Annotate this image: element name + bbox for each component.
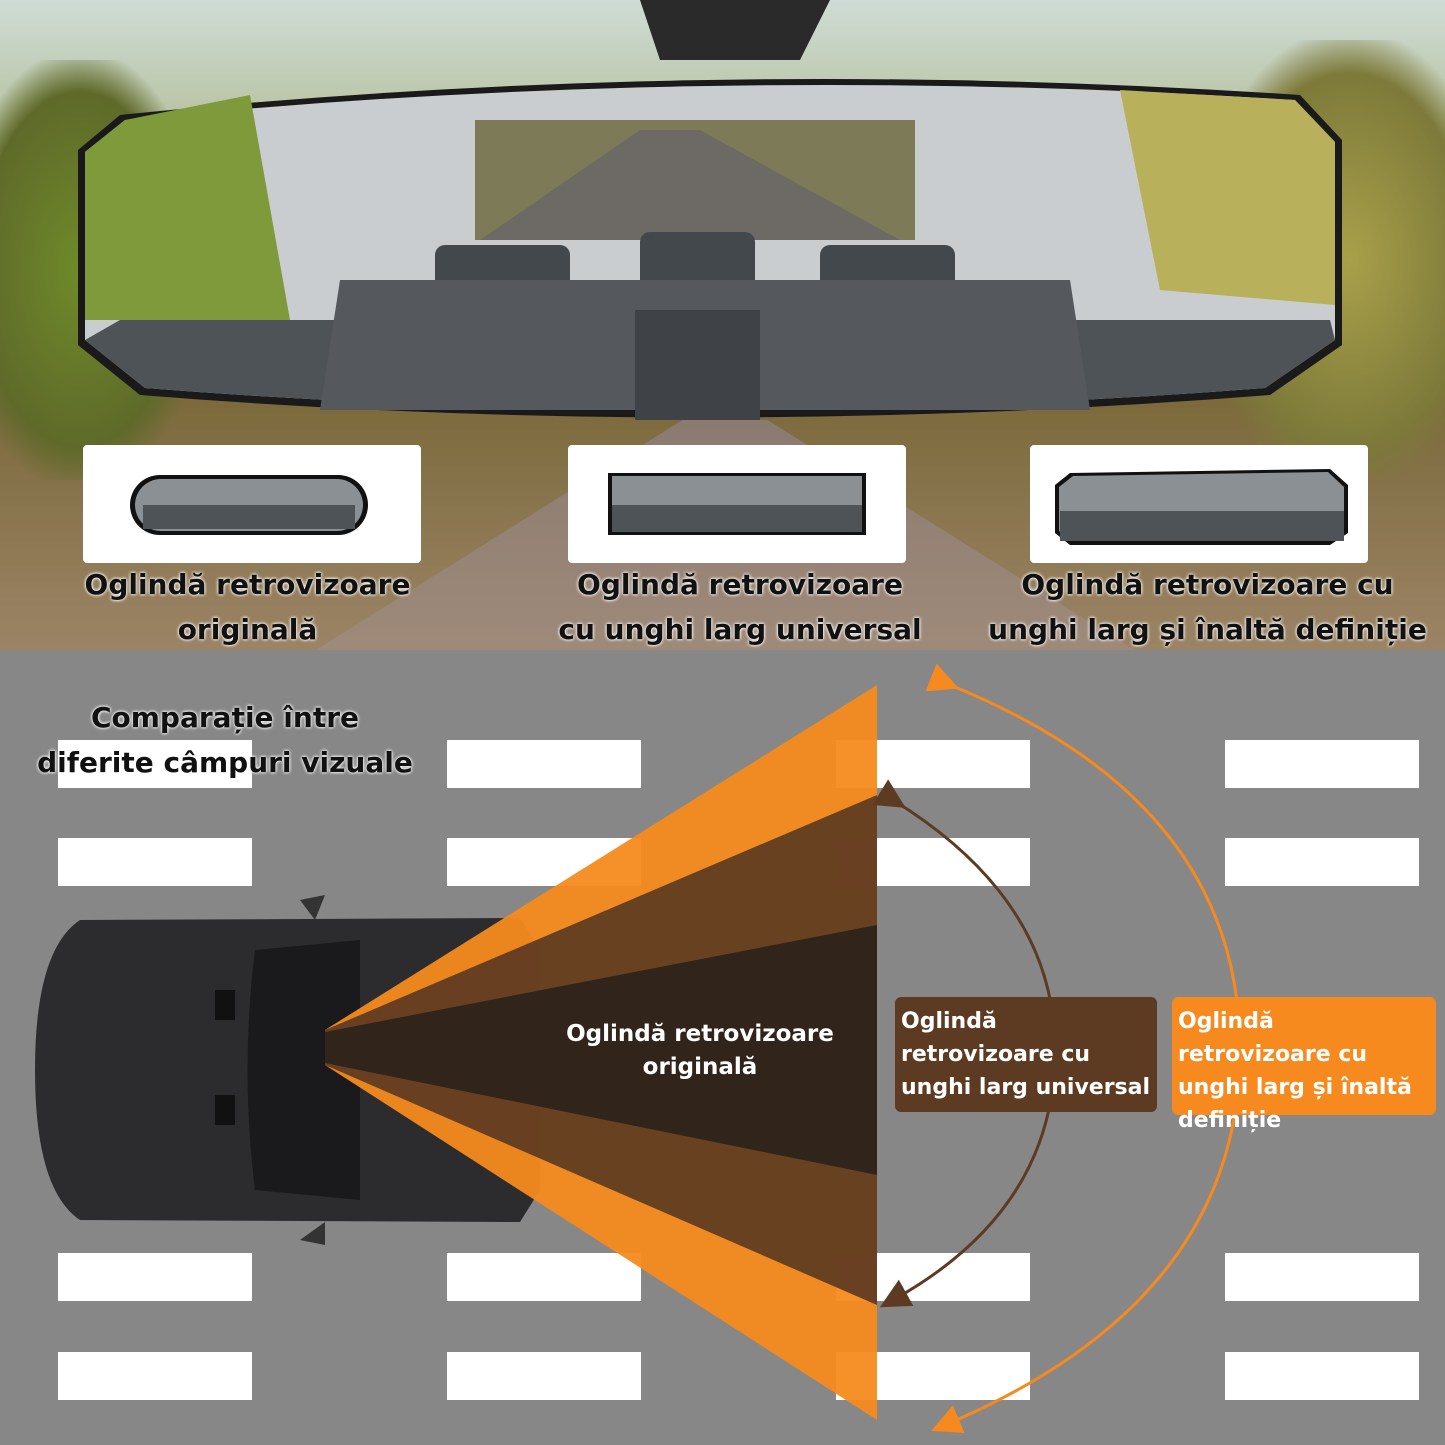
diagram-graphics (35, 663, 1242, 1433)
lane-dash (447, 1352, 641, 1400)
diagram-title: Comparație între diferite câmpuri vizual… (15, 695, 435, 785)
lane-dash (1225, 838, 1419, 886)
caption-line: Oglindă retrovizoare (84, 568, 411, 601)
lane-dash (1225, 740, 1419, 788)
caption-hd: Oglindă retrovizoare cu unghi larg și în… (975, 562, 1440, 650)
original-view-cone (325, 925, 877, 1175)
caption-line: cu unghi larg universal (558, 613, 922, 646)
lane-dash (447, 740, 641, 788)
lane-dash (58, 838, 252, 886)
field-of-view-diagram: Comparație între diferite câmpuri vizual… (0, 650, 1445, 1445)
lane-dash (1225, 1352, 1419, 1400)
lane-dash (447, 1253, 641, 1301)
label-original-mirror: Oglindă retrovizoare originală (566, 1021, 834, 1080)
caption-line: originală (177, 613, 318, 646)
thumb-hd-mirror (1030, 445, 1368, 563)
main-mirror-image (78, 0, 1342, 420)
lane-dash (58, 1352, 252, 1400)
caption-original: Oglindă retrovizoare originală (60, 562, 435, 650)
label-universal-mirror: Oglindă retrovizoare cu unghi larg unive… (895, 997, 1157, 1112)
label-hd-mirror: Oglindă retrovizoare cu unghi larg și în… (1172, 997, 1436, 1133)
title-line: diferite câmpuri vizuale (37, 746, 413, 779)
lane-dash (58, 740, 252, 788)
caption-line: Oglindă retrovizoare cu (1021, 568, 1394, 601)
thumb-universal-mirror (568, 445, 906, 563)
caption-universal: Oglindă retrovizoare cu unghi larg unive… (540, 562, 940, 650)
caption-line: Oglindă retrovizoare (577, 568, 903, 601)
lane-dash (58, 1253, 252, 1301)
title-line: Comparație între (90, 701, 360, 734)
thumb-original-mirror (83, 445, 421, 563)
lane-dash (1225, 1253, 1419, 1301)
product-photo-section: Oglindă retrovizoare originală Oglindă r… (0, 0, 1445, 650)
caption-line: unghi larg și înaltă definiție (988, 613, 1427, 646)
